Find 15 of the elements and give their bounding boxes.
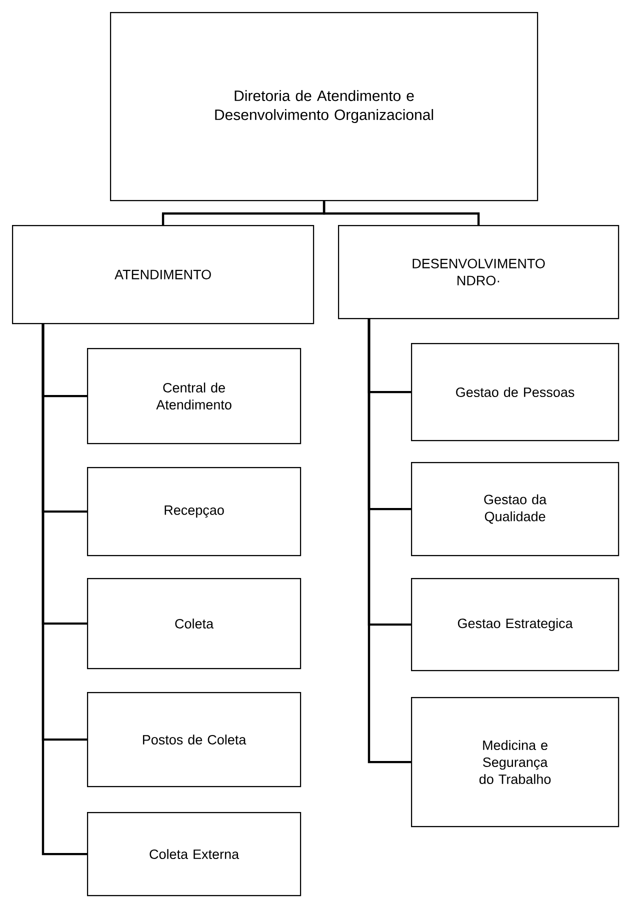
unit-box: Gestao de Pessoas [411, 343, 620, 442]
unit-box: Coleta Externa [87, 812, 302, 896]
department-box: ATENDIMENTO [12, 225, 314, 324]
unit-box: Medicina e Segurança do Trabalho [411, 697, 620, 828]
unit-box: Central de Atendimento [87, 348, 302, 444]
unit-box: Gestao da Qualidade [411, 462, 620, 556]
connector-line [322, 201, 480, 225]
unit-box: Gestao Estrategica [411, 578, 620, 672]
unit-box: Postos de Coleta [87, 692, 302, 788]
connector-line [368, 318, 411, 764]
director-box: Diretoria de Atendimento e Desenvolvimento Organizacional [110, 12, 538, 202]
connector-line [42, 323, 87, 856]
unit-box: Coleta [87, 578, 302, 670]
department-box: DESENVOLVIMENTO NDRO· [338, 225, 620, 320]
unit-box: Recepçao [87, 467, 302, 556]
